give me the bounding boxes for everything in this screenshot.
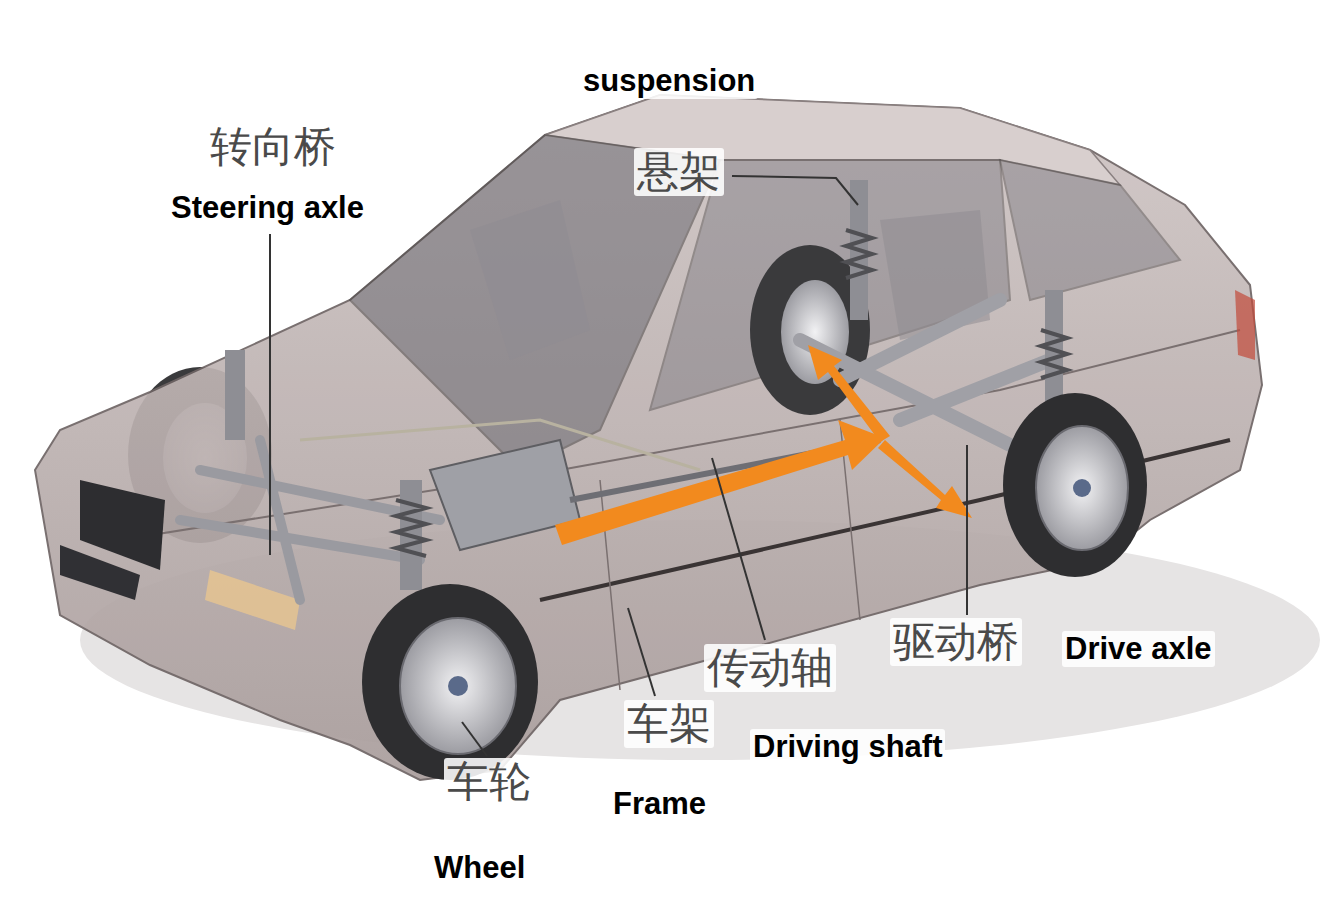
coil-spring — [396, 500, 426, 556]
hub-badge — [448, 676, 468, 696]
part-label-en: suspension — [580, 63, 758, 99]
tyre — [362, 584, 538, 780]
part-label-zh: 驱动桥 — [890, 618, 1022, 666]
headlight — [205, 570, 300, 630]
part-label-en: Driving shaft — [750, 729, 945, 765]
part-label-zh: 传动轴 — [704, 644, 836, 692]
rim — [1036, 426, 1128, 550]
power-flow-arrow — [808, 345, 890, 442]
gearbox — [430, 440, 580, 550]
grille — [80, 480, 165, 570]
car-body — [35, 95, 1262, 780]
hub-badge — [1073, 479, 1091, 497]
leader-line — [269, 234, 271, 555]
coil-spring — [1041, 330, 1067, 378]
leader-line — [732, 176, 858, 205]
part-label-zh: 转向桥 — [207, 123, 339, 171]
leader-line — [462, 722, 487, 756]
power-flow-arrow — [878, 440, 972, 518]
part-label-zh: 车轮 — [444, 758, 534, 806]
part-label-zh: 悬架 — [634, 148, 724, 196]
coil-spring — [846, 230, 872, 278]
part-label-en: Frame — [610, 786, 709, 822]
steering-axle — [180, 440, 440, 600]
rim — [400, 618, 516, 754]
number-plate — [60, 545, 140, 600]
strut — [225, 350, 245, 440]
part-label-en: Wheel — [431, 850, 528, 886]
leader-line — [712, 458, 765, 640]
part-label-en: Steering axle — [168, 190, 367, 226]
tyre — [1003, 393, 1147, 577]
leader-line — [966, 445, 968, 615]
tail-lamp — [1235, 290, 1255, 360]
part-label-zh: 车架 — [624, 700, 714, 748]
part-label-en: Drive axle — [1062, 631, 1215, 667]
seat — [470, 200, 590, 360]
leader-line — [628, 608, 655, 696]
rear-window — [1000, 160, 1180, 300]
